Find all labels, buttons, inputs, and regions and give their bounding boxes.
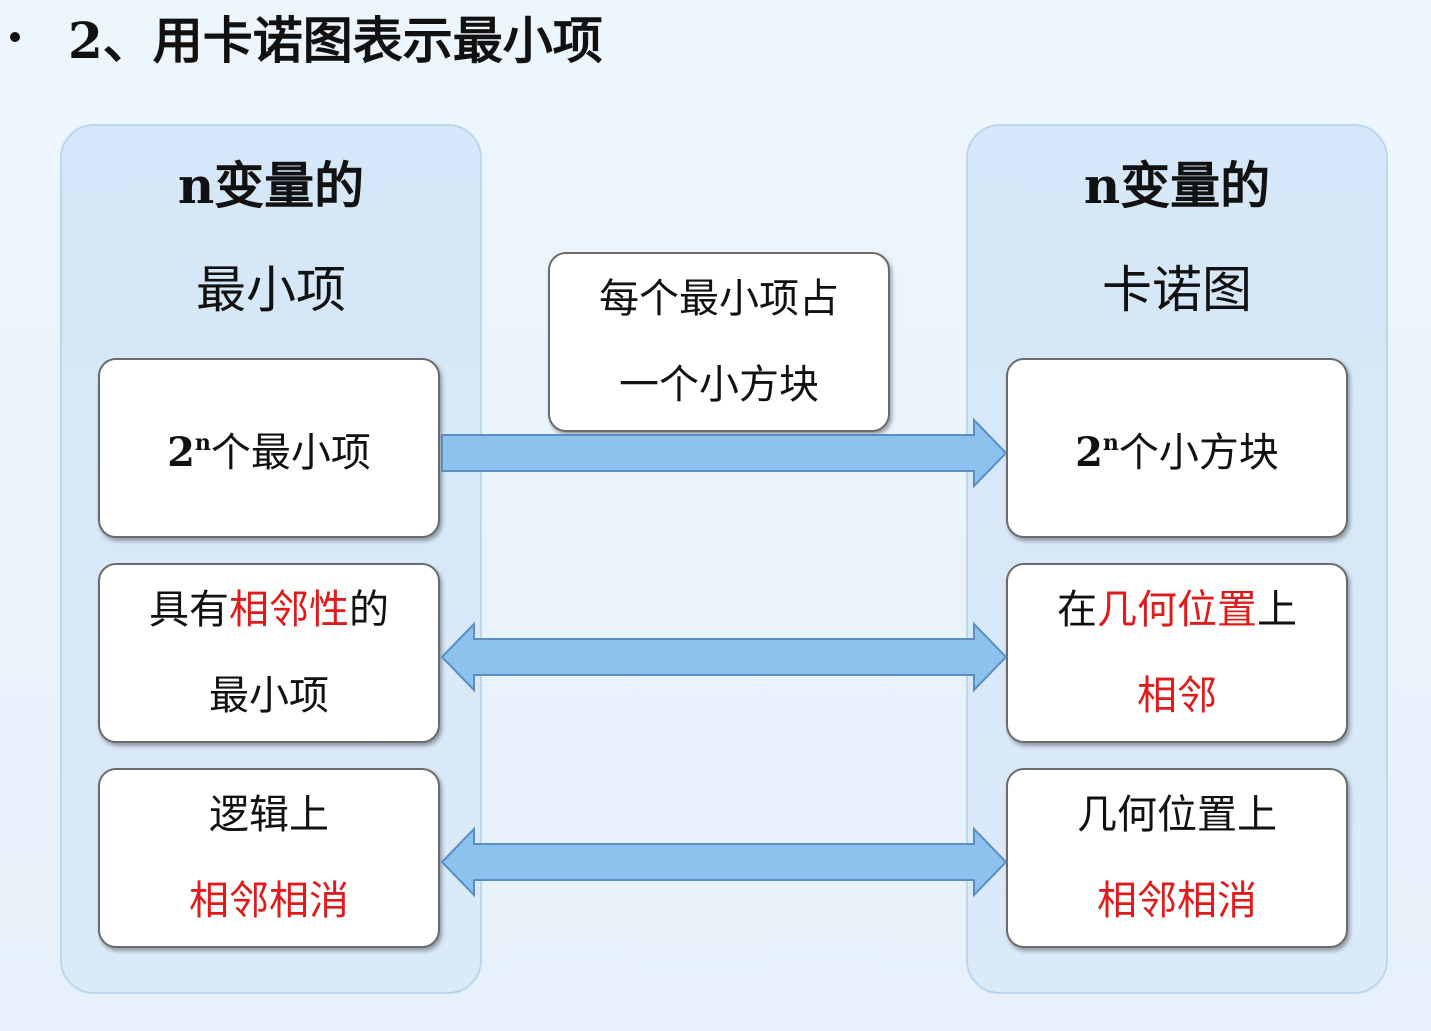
- right-box2-line1-red: 几何位置: [1097, 587, 1257, 633]
- left-box1-text: 2n个最小项: [167, 400, 371, 496]
- left-box-logical-cancel: 逻辑上 相邻相消: [98, 768, 440, 948]
- right-panel-title-line1: n变量的: [1083, 156, 1271, 215]
- left-box-adjacent-minterms: 具有相邻性的 最小项: [98, 563, 440, 743]
- right-box2-line1-pre: 在: [1057, 587, 1097, 633]
- right-box1-rest: 个小方块: [1118, 430, 1279, 476]
- bullet-icon: [10, 32, 20, 42]
- left-panel-title-line2: 最小项: [196, 261, 346, 319]
- right-box-count-squares: 2n个小方块: [1006, 358, 1348, 538]
- left-box3-line1: 逻辑上: [209, 792, 329, 838]
- right-box1-base: 2: [1075, 429, 1103, 476]
- middle-box-each-minterm: 每个最小项占 一个小方块: [548, 252, 890, 432]
- left-box2-line1: 具有相邻性的: [149, 567, 389, 653]
- left-box1-exponent: n: [194, 430, 211, 456]
- double-arrow-icon: [440, 621, 1008, 693]
- left-box1-base: 2: [167, 429, 195, 476]
- double-arrow-icon: [440, 826, 1008, 898]
- left-box-count-minterms: 2n个最小项: [98, 358, 440, 538]
- right-box1-exponent: n: [1102, 430, 1119, 456]
- right-panel-title-line2: 卡诺图: [1102, 261, 1252, 319]
- heading-text: 2、用卡诺图表示最小项: [68, 11, 603, 70]
- right-box-geometric-cancel: 几何位置上 相邻相消: [1006, 768, 1348, 948]
- left-box2-line2: 最小项: [209, 673, 329, 719]
- middle-box-line2: 一个小方块: [619, 362, 819, 408]
- left-box2-line1-red: 相邻性: [229, 587, 349, 633]
- left-box2-line1-pre: 具有: [149, 587, 229, 633]
- slide-heading: 2、用卡诺图表示最小项: [10, 4, 603, 70]
- left-box3-line2: 相邻相消: [189, 878, 349, 924]
- right-box3-line2: 相邻相消: [1097, 878, 1257, 924]
- left-box1-rest: 个最小项: [210, 430, 371, 476]
- left-panel-title-line1: n变量的: [177, 156, 365, 215]
- left-box2-line1-post: 的: [349, 587, 389, 633]
- arrow-right-icon: [441, 417, 1008, 489]
- right-box-geometric-adjacent: 在几何位置上 相邻: [1006, 563, 1348, 743]
- right-box2-line2: 相邻: [1137, 673, 1217, 719]
- right-box2-line1-post: 上: [1257, 587, 1297, 633]
- right-box3-line1: 几何位置上: [1077, 792, 1277, 838]
- right-box1-text: 2n个小方块: [1075, 400, 1279, 496]
- right-box2-line1: 在几何位置上: [1057, 567, 1297, 653]
- middle-box-line1: 每个最小项占: [599, 276, 839, 322]
